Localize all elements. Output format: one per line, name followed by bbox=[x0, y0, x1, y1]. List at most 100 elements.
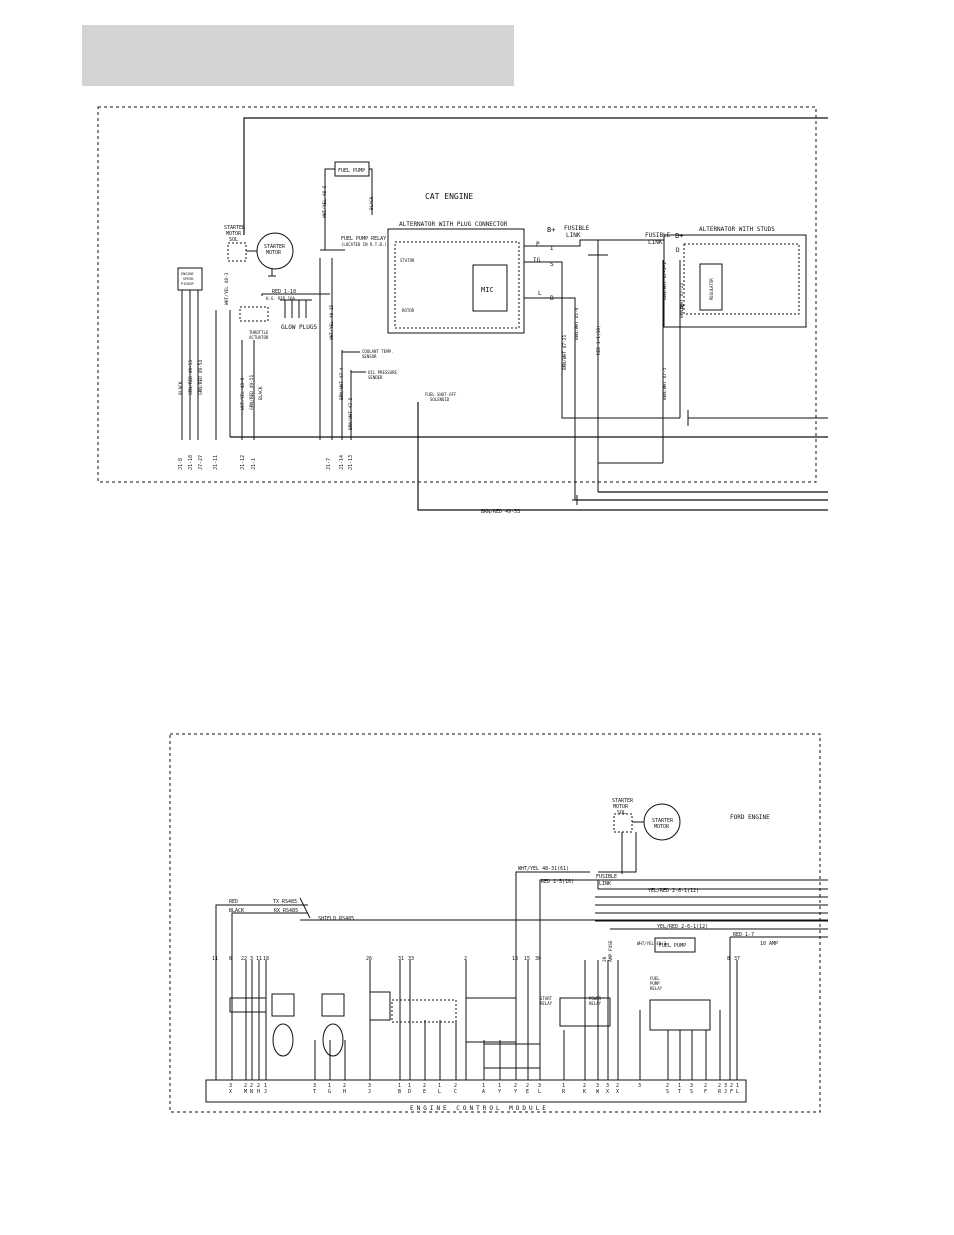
pin-9: J1-13 bbox=[348, 455, 354, 470]
alt-plug-label: ALTERNATOR WITH PLUG CONNECTOR bbox=[399, 221, 508, 228]
ford-wire-9: SHIELD RS485 bbox=[318, 916, 354, 922]
fuel-pump-label: FUEL PUMP bbox=[338, 168, 365, 174]
amp-fuse-1: 20 bbox=[602, 956, 608, 962]
throttle-1: THROTTLE bbox=[249, 330, 269, 335]
ecm-pin-label: R bbox=[718, 1089, 722, 1095]
mic-box bbox=[472, 264, 508, 312]
ford-motor-2: MOTOR bbox=[654, 824, 670, 830]
ecm-pin-label: 2 bbox=[730, 1083, 733, 1089]
top-num-11: 13 bbox=[512, 956, 518, 962]
ecm-pin-label: 1 bbox=[562, 1083, 565, 1089]
sensor-box-2: SPEED bbox=[183, 277, 194, 281]
ford-sol-3: SOL bbox=[617, 810, 626, 816]
regulator-label: REGULATOR bbox=[709, 278, 714, 300]
ecm-pin-label: S bbox=[666, 1089, 669, 1095]
ecm-pin-label: 2 bbox=[666, 1083, 669, 1089]
fuel-pump-relay-2: (LOCATED IN R.T.B.) bbox=[341, 242, 387, 247]
ecm-pin-label: 1 bbox=[398, 1083, 401, 1089]
bplus2-label: B+ bbox=[675, 232, 683, 240]
wire-mid-5: BRN/WHT 47-5 bbox=[348, 397, 354, 430]
fuel-relay-3: RELAY bbox=[650, 986, 663, 991]
ecm-pin-label: 2 bbox=[616, 1083, 619, 1089]
ecm-pin-label: D bbox=[408, 1089, 411, 1095]
wire-left-3: GRN/RED 49-54 bbox=[198, 359, 204, 395]
wire-alt-5: BRN/WHT 47-21 bbox=[679, 282, 685, 318]
term-ig: IG bbox=[533, 257, 541, 264]
ecm-pin-label: L bbox=[438, 1089, 441, 1095]
ecm-pin-label: 3 bbox=[313, 1083, 316, 1089]
ecm-pin-label: 3 bbox=[368, 1083, 371, 1089]
ecm-pin-label: 2 bbox=[704, 1083, 707, 1089]
top-num-3: 22 bbox=[241, 956, 247, 962]
ecm-pin-label: 1 bbox=[264, 1083, 267, 1089]
pin-8: J1-14 bbox=[339, 455, 345, 470]
term-w: W bbox=[680, 304, 684, 311]
top-num-7: 26 bbox=[366, 956, 372, 962]
stator-label: STATOR bbox=[400, 258, 415, 263]
ecm-pin-label: 1 bbox=[482, 1083, 485, 1089]
ecm-pin-label: E bbox=[526, 1089, 529, 1095]
ecm-pin-label: X bbox=[229, 1089, 232, 1095]
ecm-pin-label: S bbox=[690, 1089, 693, 1095]
relay-lower bbox=[483, 1043, 541, 1069]
ecm-box bbox=[205, 1079, 747, 1103]
coolant-2: SENSOR bbox=[362, 354, 377, 359]
ecm-pin-label: F bbox=[704, 1089, 707, 1095]
ecm-pin-labels: 3X2M2N2H1J3T1G2H3J1B1D2E1L2C1A1Y2Y2E3L1R… bbox=[229, 1083, 739, 1095]
fuel-shutoff-1: FUEL SHUT-OFF bbox=[425, 392, 457, 397]
power-relay-box bbox=[559, 997, 611, 1027]
wire-left-1: BLACK bbox=[178, 381, 184, 395]
ecm-pin-label: 3 bbox=[538, 1083, 541, 1089]
fuel-relay-1: FUEL bbox=[650, 976, 660, 981]
term-l: L bbox=[538, 290, 542, 297]
ford-fusible-1: FUSIBLE bbox=[596, 874, 617, 880]
top-num-6: 18 bbox=[263, 956, 269, 962]
ecm-pin-label: T bbox=[678, 1089, 681, 1095]
amp10-label: 10 AMP bbox=[760, 941, 778, 947]
ecm-pin-label: Y bbox=[498, 1089, 501, 1095]
ecm-pin-label: F bbox=[730, 1089, 733, 1095]
rotor-label: ROTOR bbox=[402, 308, 415, 313]
ecm-pin-label: 3 bbox=[229, 1083, 232, 1089]
sensor-2 bbox=[321, 993, 345, 1017]
ecm-pin-label: 2 bbox=[718, 1083, 721, 1089]
starter-motor-1: STARTER bbox=[264, 244, 286, 250]
ecm-pin-label: 2 bbox=[423, 1083, 426, 1089]
ecm-pin-label: L bbox=[538, 1089, 541, 1095]
ecm-pin-label: 1 bbox=[498, 1083, 501, 1089]
ecm-pin-label: Y bbox=[514, 1089, 517, 1095]
ecm-pin-label: R bbox=[562, 1089, 566, 1095]
starter-motor-2: MOTOR bbox=[266, 250, 282, 256]
ecm-pin-label: 2 bbox=[244, 1083, 247, 1089]
ecm-pin-label: 3 bbox=[638, 1083, 641, 1089]
sensor-1 bbox=[271, 993, 295, 1017]
ecm-pin-label: 3 bbox=[606, 1083, 609, 1089]
ecm-pin-label: N bbox=[250, 1089, 253, 1095]
glow-plugs-label: GLOW PLUGS bbox=[281, 324, 318, 331]
ford-wire-1: WHT/YEL 48-31(61) bbox=[518, 866, 569, 872]
ford-wire-8: RX RS485 bbox=[274, 908, 298, 914]
regulator-box bbox=[699, 263, 723, 311]
term-i: I bbox=[550, 245, 554, 252]
wire-left-4: WHT/YEL 48-3 bbox=[224, 272, 230, 305]
pin-6: J1-1 bbox=[251, 458, 257, 470]
amp-fuse-2: AMP FUSE bbox=[608, 940, 614, 962]
mic-label: MIC bbox=[481, 286, 494, 294]
brnred-bottom-label: BRN/RED 49-53 bbox=[481, 509, 520, 515]
ecm-pin-label: 1 bbox=[408, 1083, 411, 1089]
top-num-5: 11 bbox=[256, 956, 262, 962]
starter-sol-2: MOTOR bbox=[226, 231, 242, 237]
term-p: P bbox=[536, 241, 540, 248]
ecm-pin-label: B bbox=[398, 1089, 401, 1095]
ford-wire-4: YEL/RED 2-6-1(12) bbox=[657, 924, 708, 930]
top-num-13: 30 bbox=[535, 956, 541, 962]
ecm-pin-label: J bbox=[368, 1089, 371, 1095]
ecm-pin-label: 2 bbox=[526, 1083, 529, 1089]
pin-2: J1-18 bbox=[188, 455, 194, 470]
throttle-2: ACTUATOR bbox=[249, 335, 269, 340]
pin-3: J7-27 bbox=[198, 455, 204, 470]
ford-wire-11: BLACK bbox=[229, 908, 244, 914]
pin-1: J1-8 bbox=[178, 458, 184, 470]
power-relay-2: RELAY bbox=[589, 1001, 602, 1006]
wire-mid-4: BRN/WHT 47-4 bbox=[339, 367, 345, 400]
